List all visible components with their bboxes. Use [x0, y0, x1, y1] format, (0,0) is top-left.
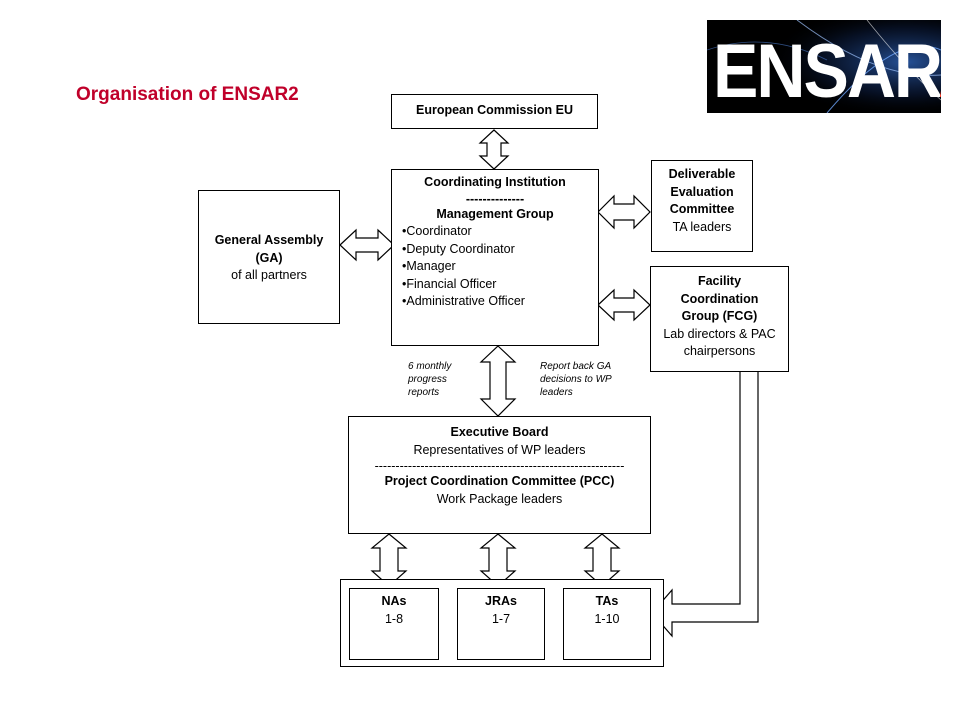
- deliverable-title-line3: Committee: [669, 202, 735, 216]
- note-line: Report back GA: [540, 361, 612, 372]
- logo-text-main: ENSAR: [713, 28, 941, 113]
- facility-title-line2: Coordination: [680, 291, 759, 306]
- arrow-facility-tas: [651, 372, 759, 638]
- note-line: reports: [408, 387, 440, 398]
- facility-title-line3: Group (FCG): [681, 309, 758, 323]
- coordinating-separator: --------------: [465, 191, 525, 206]
- note-line: progress: [408, 374, 447, 385]
- management-member: •Administrative Officer: [402, 294, 525, 308]
- management-member: •Manager: [402, 259, 456, 273]
- pcc-title: Project Coordination Committee (PCC): [384, 474, 615, 488]
- report-back-note: Report back GA decisions to WP leaders: [540, 360, 612, 399]
- deliverable-text: TA leaders: [672, 219, 732, 234]
- general-assembly-box: General Assembly (GA) of all partners: [198, 190, 340, 324]
- slide-title: Organisation of ENSAR2: [76, 84, 299, 105]
- tas-box: TAs 1-10: [563, 588, 651, 660]
- note-line: leaders: [540, 387, 573, 398]
- executive-board-text: Representatives of WP leaders: [413, 442, 586, 457]
- logo-background-graphic: [707, 20, 941, 113]
- european-commission-box: European Commission EU: [391, 94, 598, 129]
- tas-title: TAs: [595, 594, 619, 608]
- european-commission-title: European Commission EU: [416, 103, 573, 117]
- note-line: 6 monthly: [408, 361, 452, 372]
- progress-reports-note: 6 monthly progress reports: [408, 360, 451, 399]
- general-assembly-abbr: (GA): [255, 250, 283, 265]
- management-member: •Deputy Coordinator: [402, 241, 515, 256]
- general-assembly-title: General Assembly: [214, 233, 324, 247]
- ensar2-logo: ENSAR2: [707, 20, 941, 113]
- facility-text-line1: Lab directors & PAC: [663, 326, 776, 341]
- arrow-coordinating-deliverable: [597, 194, 651, 230]
- deliverable-title-line1: Deliverable: [668, 167, 736, 181]
- note-line: decisions to WP: [540, 374, 612, 385]
- jras-range: 1-7: [491, 611, 511, 626]
- jras-title: JRAs: [485, 594, 517, 608]
- coordinating-institution-title: Coordinating Institution: [424, 175, 566, 189]
- arrow-coordinating-executive: [479, 345, 517, 417]
- tas-range: 1-10: [594, 611, 620, 626]
- facility-coordination-box: Facility Coordination Group (FCG) Lab di…: [650, 266, 789, 372]
- management-member: •Financial Officer: [402, 276, 497, 291]
- deliverable-title-line2: Evaluation: [670, 184, 734, 199]
- jras-box: JRAs 1-7: [457, 588, 545, 660]
- management-group-title: Management Group: [436, 206, 554, 221]
- general-assembly-text: of all partners: [231, 268, 307, 282]
- facility-title-line1: Facility: [697, 274, 742, 288]
- nas-box: NAs 1-8: [349, 588, 439, 660]
- nas-range: 1-8: [384, 611, 404, 626]
- logo-wordmark: ENSAR2: [713, 31, 941, 112]
- coordinating-institution-box: Coordinating Institution -------------- …: [391, 169, 599, 346]
- pcc-text: Work Package leaders: [436, 491, 563, 506]
- deliverable-committee-box: Deliverable Evaluation Committee TA lead…: [651, 160, 753, 252]
- facility-text-line2: chairpersons: [683, 344, 756, 358]
- executive-separator: ----------------------------------------…: [374, 459, 625, 473]
- arrow-ga-coordinating: [339, 228, 395, 262]
- arrow-coordinating-facility: [597, 288, 651, 322]
- arrow-eu-coordinating: [478, 129, 510, 170]
- executive-board-box: Executive Board Representatives of WP le…: [348, 416, 651, 534]
- executive-board-title: Executive Board: [450, 425, 549, 439]
- management-member: •Coordinator: [402, 224, 472, 238]
- nas-title: NAs: [381, 594, 407, 608]
